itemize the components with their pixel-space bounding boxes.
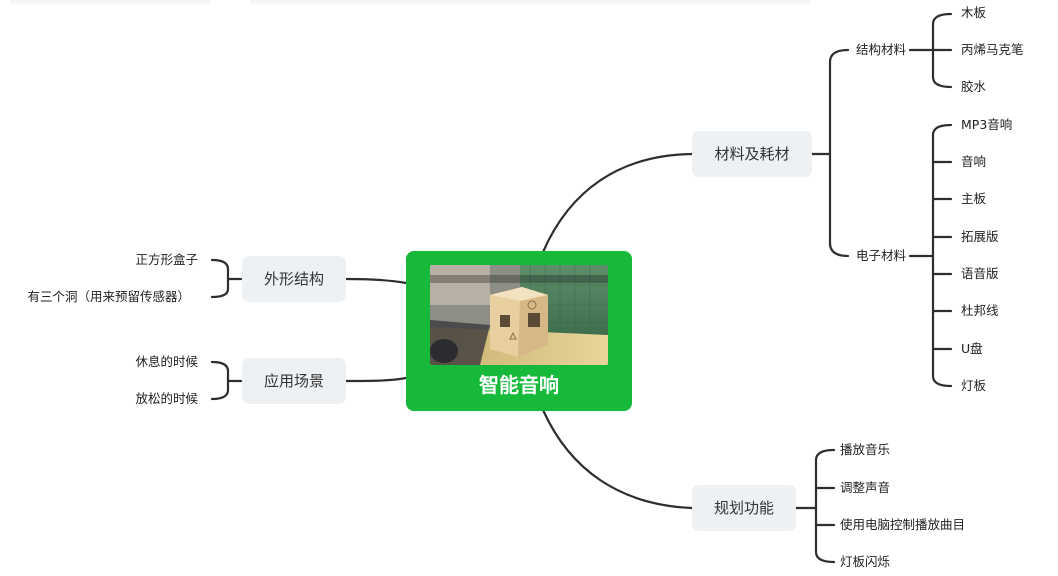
leaf-usb-drive[interactable]: U盘 [961, 341, 983, 356]
group-electronic-materials[interactable]: 电子材料 [856, 248, 907, 263]
leaf-play-music[interactable]: 播放音乐 [840, 442, 891, 457]
leaf-speaker[interactable]: 音响 [961, 154, 987, 169]
leaf-light-board[interactable]: 灯板 [961, 378, 987, 393]
leaf-acrylic-marker[interactable]: 丙烯马克笔 [961, 42, 1024, 57]
node-label: 材料及耗材 [714, 145, 790, 163]
leaf-rest-time[interactable]: 休息的时候 [135, 354, 198, 369]
speaker-box-photo [430, 265, 608, 365]
leaf-pc-control[interactable]: 使用电脑控制播放曲目 [840, 517, 966, 532]
connector [344, 277, 408, 285]
top-toolbar-shadow [10, 0, 210, 6]
node-functions[interactable]: 规划功能 [692, 485, 796, 531]
node-label: 规划功能 [713, 499, 774, 517]
connector [541, 152, 694, 254]
group-structure-materials[interactable]: 结构材料 [856, 42, 907, 57]
leaf-voice-board[interactable]: 语音版 [961, 266, 999, 281]
leaf-square-box[interactable]: 正方形盒子 [135, 252, 198, 267]
leaf-light-flash[interactable]: 灯板闪烁 [840, 554, 891, 569]
node-label: 应用场景 [263, 372, 324, 390]
connector [344, 376, 408, 383]
leaf-dupont-wire[interactable]: 杜邦线 [961, 303, 999, 318]
leaf-glue[interactable]: 胶水 [961, 79, 987, 94]
leaf-three-holes[interactable]: 有三个洞（用来预留传感器） [27, 289, 190, 304]
photo-image [430, 265, 608, 365]
leaf-adjust-volume[interactable]: 调整声音 [840, 480, 891, 495]
node-materials[interactable]: 材料及耗材 [692, 131, 812, 177]
leaf-relax-time[interactable]: 放松的时候 [135, 391, 198, 406]
node-scenario[interactable]: 应用场景 [242, 358, 346, 404]
leaf-wood-board[interactable]: 木板 [961, 5, 987, 20]
root-title: 智能音响 [479, 373, 559, 397]
node-label: 外形结构 [263, 270, 324, 288]
top-toolbar-shadow [250, 0, 810, 6]
connector [541, 408, 694, 510]
leaf-mainboard[interactable]: 主板 [961, 191, 987, 206]
root-node[interactable]: 智能音响 [406, 251, 632, 411]
node-appearance[interactable]: 外形结构 [242, 256, 346, 302]
leaf-mp3-speaker[interactable]: MP3音响 [961, 117, 1013, 132]
leaf-expansion-board[interactable]: 拓展版 [961, 229, 999, 244]
